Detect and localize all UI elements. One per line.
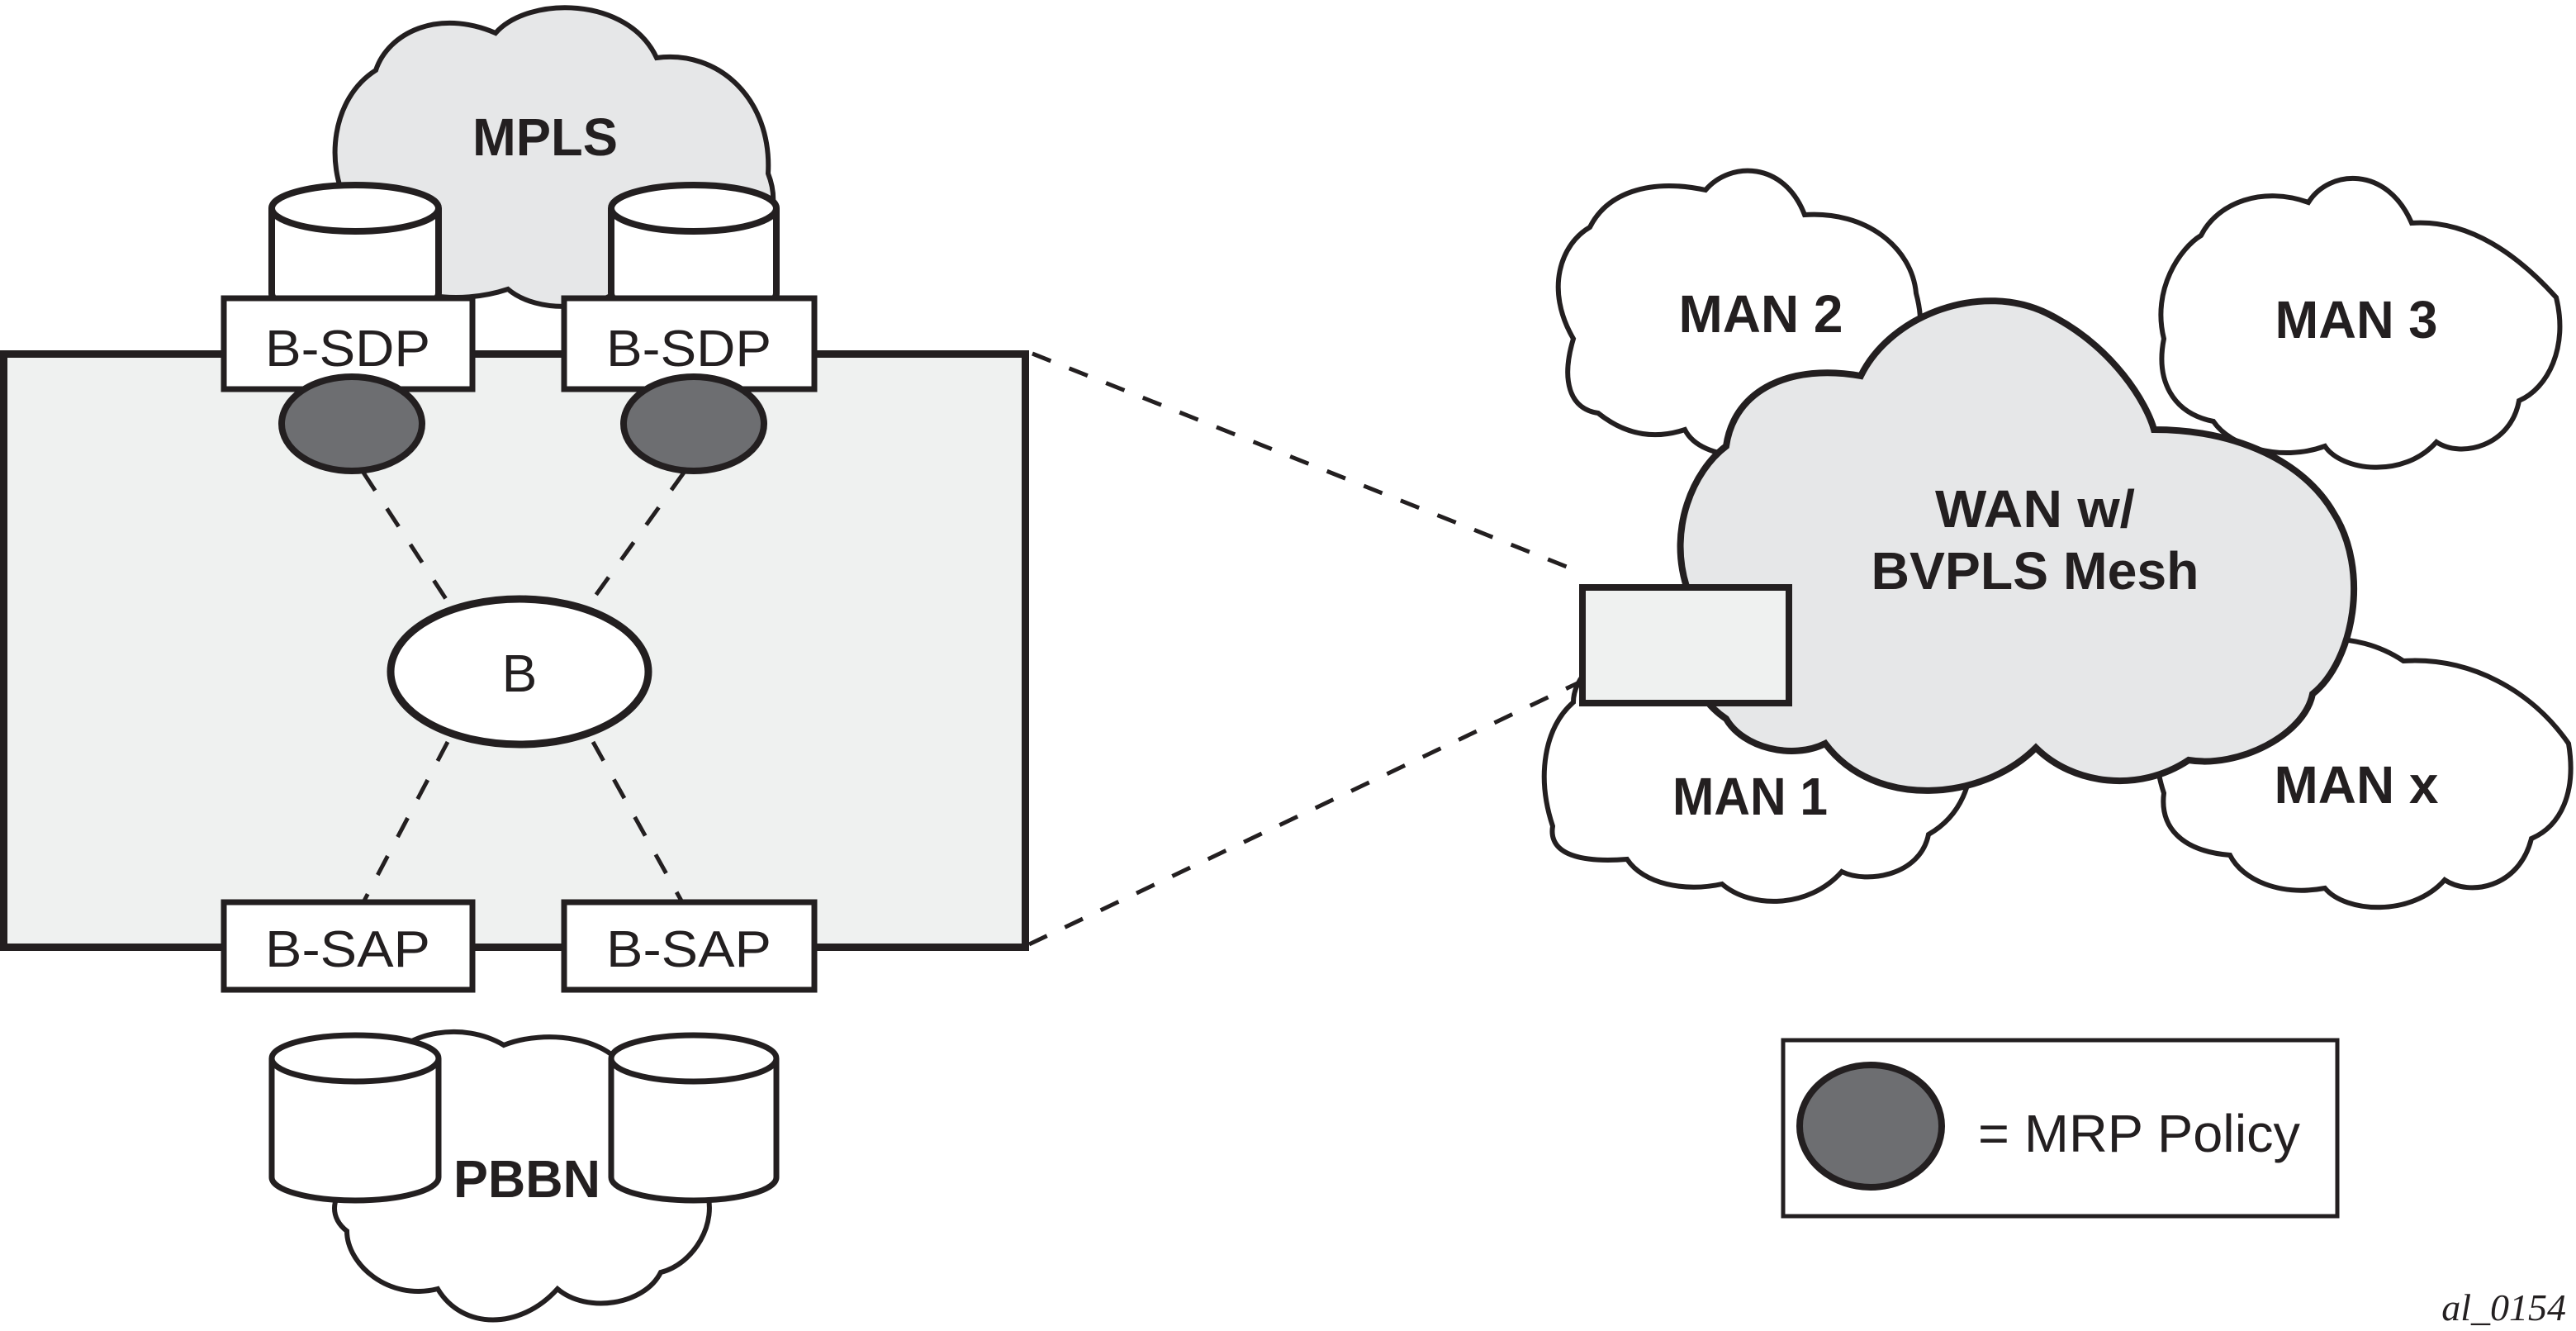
- figure-id: al_0154: [2441, 1286, 2566, 1329]
- projection-lines: [1027, 351, 1581, 947]
- bvpls-instance[interactable]: B: [387, 595, 652, 749]
- b-sap-right-label: B-SAP: [606, 921, 771, 978]
- b-sap-right[interactable]: B-SAP: [561, 899, 818, 993]
- man3-label: MAN 3: [2275, 290, 2438, 349]
- b-sdp-right-label: B-SDP: [606, 321, 771, 378]
- man3-cloud: MAN 3: [2158, 176, 2563, 470]
- legend-mrp-policy-icon: [1796, 1062, 1945, 1191]
- wan-label-line2: BVPLS Mesh: [1872, 541, 2199, 601]
- sap-left-cylinder: [268, 1032, 442, 1204]
- mrp-policy-right-icon: [620, 373, 767, 474]
- link-b-to-sap-right: [591, 740, 685, 904]
- pbbn-label: PBBN: [453, 1149, 600, 1209]
- internal-links: [361, 471, 686, 904]
- mpls-label: MPLS: [472, 107, 618, 167]
- wan-cloud-shape: [1677, 297, 2357, 794]
- projection-line-top: [1032, 351, 1580, 574]
- sap-right-cylinder: [608, 1032, 780, 1204]
- b-sdp-left-label: B-SDP: [265, 321, 430, 378]
- bvpls-node-box-small[interactable]: [1579, 584, 1792, 706]
- link-sdp-right-to-b: [591, 471, 686, 601]
- bvpls-label: B: [502, 644, 538, 703]
- b-sap-left-label: B-SAP: [265, 921, 430, 978]
- legend: = MRP Policy: [1781, 1038, 2340, 1219]
- manx-label: MAN x: [2275, 755, 2439, 815]
- wan-label-line1: WAN w/: [1935, 479, 2135, 539]
- b-sap-left[interactable]: B-SAP: [221, 899, 476, 993]
- mrp-policy-left-icon: [278, 373, 425, 474]
- link-b-to-sap-left: [361, 740, 450, 904]
- wan-cloud: WAN w/ BVPLS Mesh: [1677, 297, 2357, 794]
- man1-label: MAN 1: [1672, 767, 1828, 826]
- projection-line-bottom: [1027, 680, 1581, 947]
- legend-mrp-policy-text: = MRP Policy: [1978, 1104, 2300, 1163]
- man2-label: MAN 2: [1679, 284, 1843, 344]
